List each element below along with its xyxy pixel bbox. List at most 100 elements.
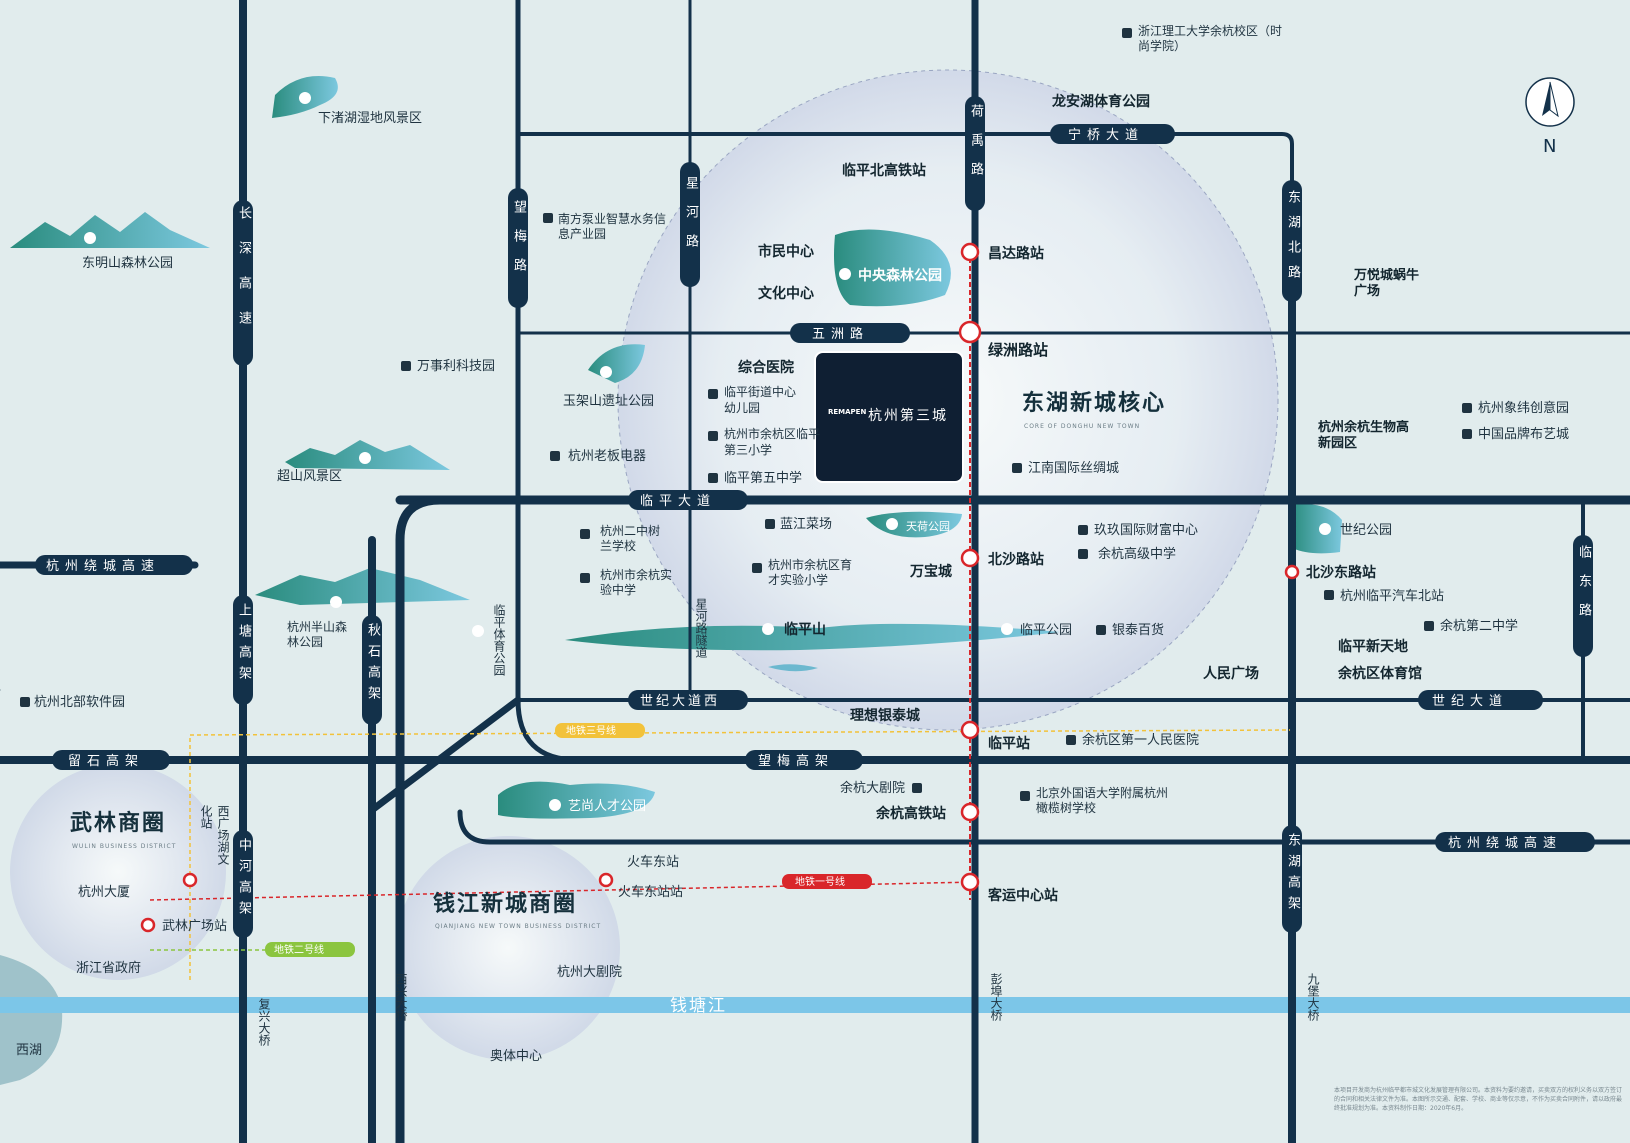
poi-yintai: 银泰百货 (1112, 622, 1164, 638)
road-label-heyu-road: 荷禹路 (965, 96, 985, 211)
poi-xiazhuhu: 下渚湖湿地风景区 (318, 111, 422, 126)
tianhe-park-shape (866, 511, 962, 538)
school-icon (708, 389, 718, 399)
school-icon (580, 573, 590, 583)
poi-banshan: 杭州半山森林公园 (287, 620, 348, 649)
linping-sports-park-label: 临平体育公园 (492, 604, 506, 676)
district-wulin-en: WULIN BUSINESS DISTRICT (72, 843, 176, 850)
poi-hz-theatre: 杭州大剧院 (557, 965, 622, 980)
poi-no2-middle: 杭州二中树兰学校 (600, 524, 661, 553)
poi-jiujiu: 玖玖国际财富中心 (1094, 522, 1198, 538)
qianjiang-district-circle (396, 836, 620, 1060)
central-forest-park-shape (834, 229, 951, 307)
poi-wanbao: 万宝城 (909, 563, 952, 580)
tree-icon (600, 366, 612, 378)
school-icon (708, 431, 718, 441)
road-label-ring-expressway-west: 杭州绕城高速 (35, 555, 193, 575)
bus-icon (1324, 590, 1334, 600)
tree-icon (1319, 523, 1331, 535)
building-icon (1462, 429, 1472, 439)
svg-text:世纪大道: 世纪大道 (1432, 694, 1508, 709)
tree-icon (762, 623, 774, 635)
poi-laoban: 杭州老板电器 (568, 449, 646, 464)
school-icon (708, 473, 718, 483)
svg-text:杭州绕城高速: 杭州绕城高速 (46, 558, 160, 574)
metro-station-markers (140, 242, 1300, 933)
tree-icon (886, 518, 898, 530)
poi-yujiashan: 玉架山遗址公园 (563, 394, 654, 409)
building-icon (1012, 463, 1022, 473)
road-label-qiushi-viaduct: 秋石高架 (362, 615, 382, 725)
station-linping-north-hsr: 临平北高铁站 (842, 162, 926, 179)
west-lake-area (0, 955, 63, 1085)
school-icon (580, 529, 590, 539)
building-icon (1078, 525, 1088, 535)
poi-biotech: 杭州余杭生物高新园区 (1318, 420, 1410, 451)
station-huochedong: 火车东站站 (618, 884, 683, 900)
poi-xiangwei: 杭州象纬创意园 (1478, 400, 1569, 416)
project-brand: REMAPEN (828, 408, 866, 416)
poi-shiji-park: 世纪公园 (1340, 523, 1392, 538)
tree-icon (839, 268, 851, 280)
station-changda: 昌达路站 (988, 245, 1044, 262)
pengbu-bridge-label: 彭埠大桥 (989, 973, 1003, 1021)
tree-icon (472, 625, 484, 637)
poi-sports-hall: 余杭区体育馆 (1337, 665, 1422, 682)
metro-line-3-pill: 地铁三号线 (555, 723, 645, 738)
school-icon (1078, 549, 1088, 559)
hospital-icon (1066, 735, 1076, 745)
district-qianjiang-en: QIANJIANG NEW TOWN BUSINESS DISTRICT (435, 923, 601, 930)
river-label: 钱塘江 (670, 996, 727, 1016)
building-icon (543, 213, 553, 223)
xixing-bridge-label: 西兴大桥 (394, 973, 408, 1021)
road-label-ningqiao-avenue: 宁桥大道 (1050, 124, 1175, 144)
district-wulin: 武林商圈 (70, 810, 166, 836)
banshan-hill-shape (255, 568, 470, 605)
road-label-liushi-viaduct: 留石高架 (52, 750, 170, 770)
road-label-shangtang-viaduct: 上塘高架 (233, 595, 253, 705)
poi-people-square: 人民广场 (1203, 665, 1259, 682)
wulin-district-circle (10, 764, 226, 980)
road-label-changshen-expressway: 长深高速 (233, 200, 253, 366)
district-qianjiang: 钱江新城商圈 (433, 891, 577, 917)
road-label-shiji-avenue: 世纪大道 (1418, 690, 1543, 710)
station-linping: 临平站 (988, 735, 1030, 752)
building-icon (550, 451, 560, 461)
shiji-park-shape (1292, 504, 1342, 554)
poi-first-hospital: 余杭区第一人民医院 (1082, 732, 1199, 748)
compass-north-label: N (1543, 136, 1556, 157)
compass: N (1525, 77, 1575, 157)
road-label-lindong-road: 临东路 (1573, 535, 1593, 657)
poi-school3: 杭州市余杭区临平第三小学 (724, 427, 821, 457)
poi-gov: 浙江省政府 (76, 961, 141, 976)
dongmingshan-hill-shape (10, 212, 210, 248)
svg-text:世纪大道西: 世纪大道西 (640, 694, 720, 709)
metro-line-1-pill: 地铁一号线 (782, 874, 872, 889)
poi-yuhang-exp: 杭州市余杭实验中学 (600, 568, 672, 597)
poi-dongmingshan: 东明山森林公园 (82, 256, 173, 271)
poi-grand-theatre-yh: 余杭大剧院 (840, 780, 905, 796)
svg-text:五洲路: 五洲路 (812, 326, 869, 342)
road-label-wuzhou-road: 五洲路 (790, 323, 910, 343)
school-icon (752, 563, 762, 573)
svg-text:留石高架: 留石高架 (68, 753, 144, 769)
poi-bfsu: 北京外国语大学附属杭州橄榄树学校 (1036, 786, 1169, 815)
project-marker[interactable]: REMAPEN 杭州第三城 (814, 351, 964, 483)
metro-line-3 (189, 729, 1291, 980)
building-icon (1462, 403, 1472, 413)
svg-text:望梅高架: 望梅高架 (758, 753, 834, 769)
poi-wenhua: 文化中心 (758, 285, 814, 302)
poi-shuchuang: 蓝江菜场 (780, 517, 832, 532)
road-label-zhonghe-viaduct: 中河高架 (233, 830, 253, 938)
poi-linping-bus: 杭州临平汽车北站 (1340, 588, 1444, 604)
poi-brand-city: 中国品牌布艺城 (1478, 426, 1569, 442)
fuxing-bridge-label: 复兴大桥 (257, 998, 271, 1046)
poi-yishang: 艺尚人才公园 (568, 799, 646, 814)
poi-huochedong: 火车东站 (627, 854, 679, 870)
metro-line-2-pill: 地铁二号线 (265, 942, 355, 957)
yishang-park-shape (498, 781, 655, 819)
poi-yucai: 杭州市余杭区育才实验小学 (768, 558, 853, 587)
poi-wanshili: 万事利科技园 (417, 359, 495, 374)
tree-icon (549, 799, 561, 811)
poi-linping-xintiandi: 临平新天地 (1338, 638, 1408, 655)
